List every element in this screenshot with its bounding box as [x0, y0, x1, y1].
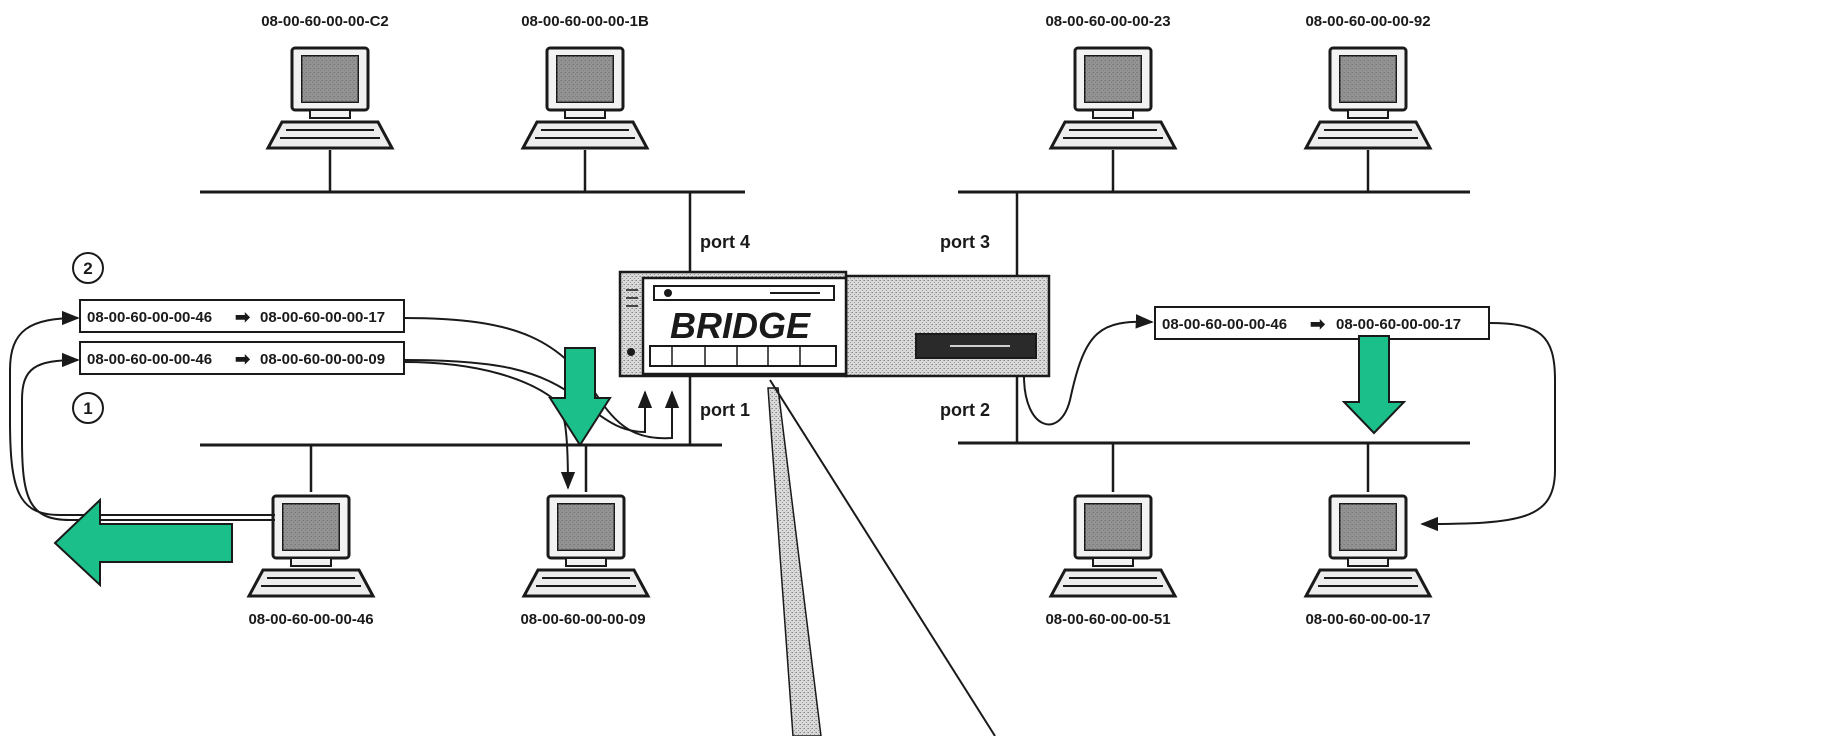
host-label-bottom-right-1: 08-00-60-00-00-51: [1045, 611, 1170, 628]
bridge-device: BRIDGE: [618, 270, 1051, 378]
frame2-arrow-icon: ➡: [235, 307, 251, 327]
host-label-top-right-2: 08-00-60-00-00-92: [1305, 13, 1430, 30]
host-bottom-right-1: [1049, 494, 1177, 598]
frame1-arrow-icon: ➡: [235, 349, 251, 369]
host-top-right-1: [1049, 46, 1177, 150]
forwarded-dst: 08-00-60-00-00-17: [1336, 316, 1461, 333]
highlight-arrow-down-right-icon: [1341, 335, 1407, 435]
lan-segment-top-left: [200, 150, 745, 194]
flow-frame1-to-port1: [403, 359, 653, 434]
host-label-top-right-1: 08-00-60-00-00-23: [1045, 13, 1170, 30]
host-bottom-left-1: [247, 494, 375, 598]
highlight-arrow-left-icon: [53, 497, 233, 588]
host-label-bottom-left-1: 08-00-60-00-00-46: [248, 611, 373, 628]
frame1-dst: 08-00-60-00-00-09: [260, 351, 385, 368]
host-bottom-right-2: [1304, 494, 1432, 598]
flow-host46-to-frame1: [21, 352, 275, 521]
host-bottom-left-2: [522, 494, 650, 598]
frame-box-2: 08-00-60-00-00-46 ➡ 08-00-60-00-00-17: [79, 299, 405, 333]
bridge-callout: [767, 379, 996, 737]
highlight-arrow-down-left-icon: [548, 347, 612, 447]
flow-host46-to-frame2: [9, 310, 275, 516]
host-label-top-left-1: 08-00-60-00-00-C2: [261, 13, 389, 30]
host-top-right-2: [1304, 46, 1432, 150]
svg-text:1: 1: [83, 399, 92, 418]
host-top-left-2: [521, 46, 649, 150]
forwarded-arrow-icon: ➡: [1310, 314, 1326, 334]
host-label-top-left-2: 08-00-60-00-00-1B: [521, 13, 649, 30]
frame-box-1: 08-00-60-00-00-46 ➡ 08-00-60-00-00-09: [79, 341, 405, 375]
flow-forwarded-to-host17: [1420, 322, 1556, 532]
flow-frame1-to-host09: [403, 361, 576, 490]
frame2-dst: 08-00-60-00-00-17: [260, 309, 385, 326]
frame1-src: 08-00-60-00-00-46: [87, 351, 212, 368]
step-marker-1: 1: [72, 392, 104, 424]
lan-segment-bottom-left: [200, 443, 722, 492]
port2-label: port 2: [940, 400, 990, 420]
host-label-bottom-right-2: 08-00-60-00-00-17: [1305, 611, 1430, 628]
host-label-bottom-left-2: 08-00-60-00-00-09: [520, 611, 645, 628]
flow-port2-to-forwarded: [1023, 314, 1154, 426]
bridge-label: BRIDGE: [670, 305, 811, 346]
port1-label: port 1: [700, 400, 750, 420]
host-top-left-1: [266, 46, 394, 150]
svg-text:2: 2: [83, 259, 92, 278]
frame2-src: 08-00-60-00-00-46: [87, 309, 212, 326]
lan-segment-top-right: [958, 150, 1470, 194]
port4-label: port 4: [700, 232, 750, 252]
forwarded-src: 08-00-60-00-00-46: [1162, 316, 1287, 333]
lan-segment-bottom-right: [958, 441, 1470, 492]
frame-box-forwarded: 08-00-60-00-00-46 ➡ 08-00-60-00-00-17: [1154, 306, 1490, 340]
step-marker-2: 2: [72, 252, 104, 284]
port3-label: port 3: [940, 232, 990, 252]
